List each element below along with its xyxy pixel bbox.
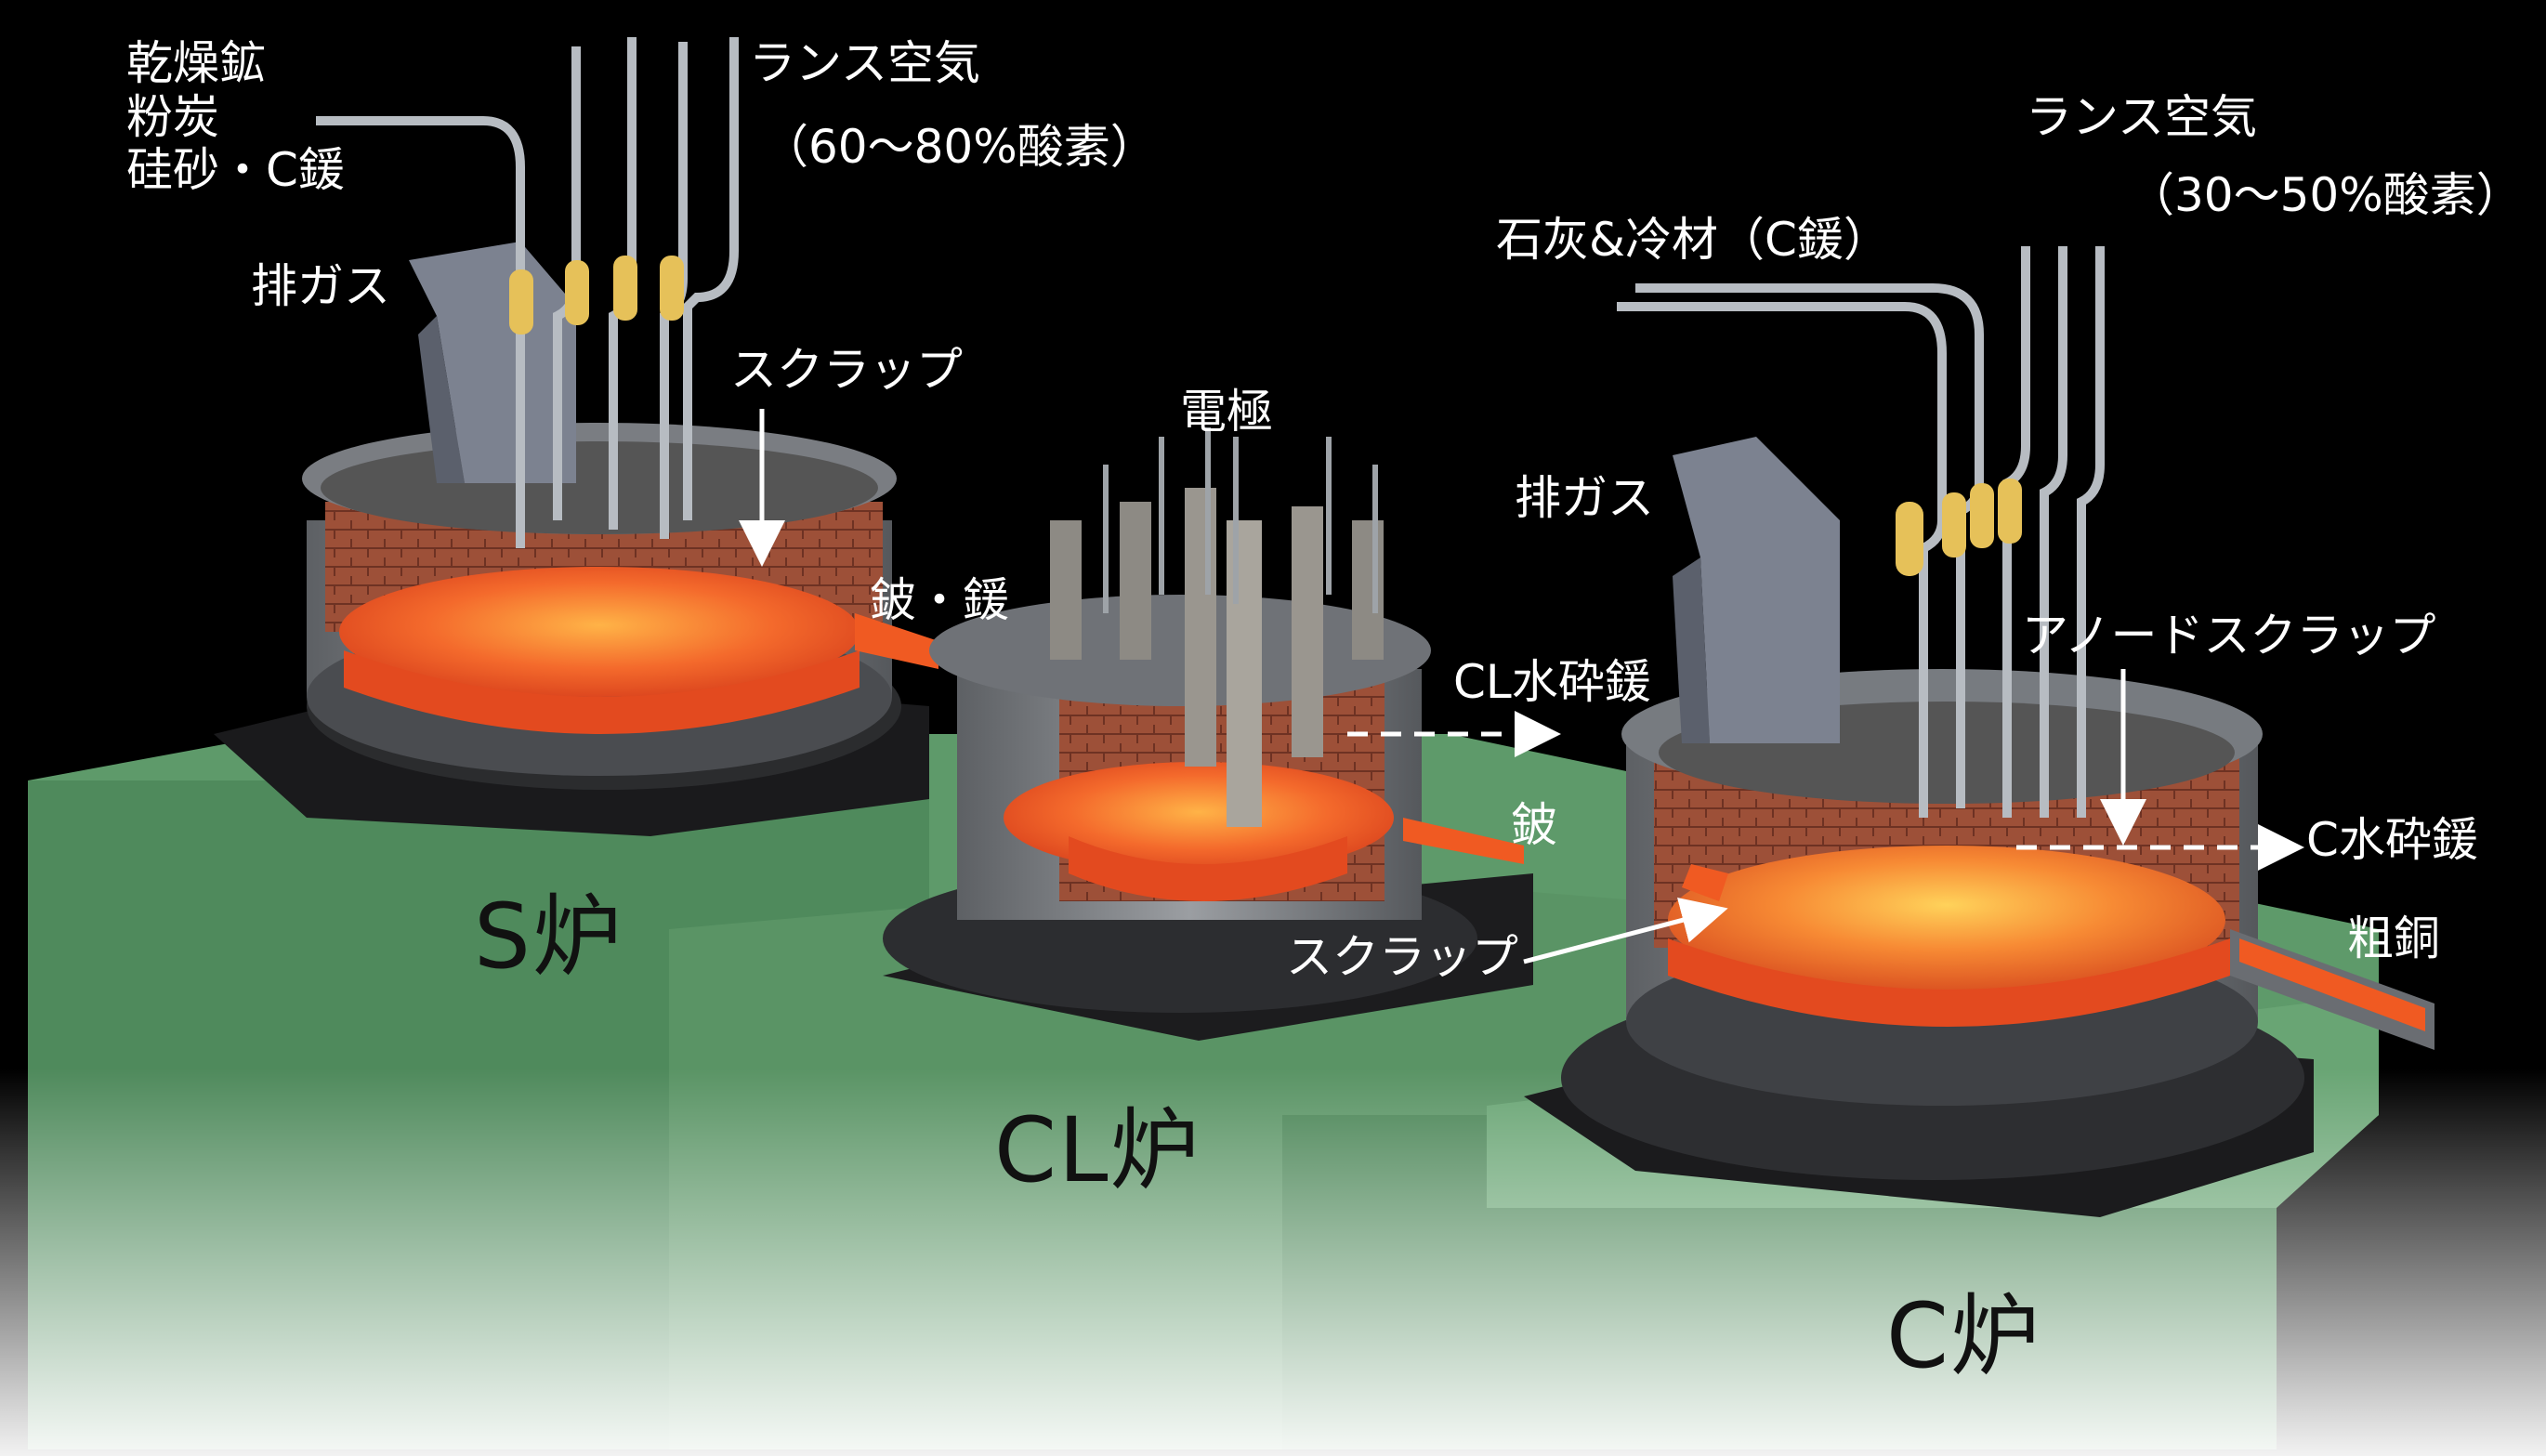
c-slag-label: C水砕鍰 [2306, 813, 2478, 867]
furnace-label-cl: CL炉 [994, 1098, 1201, 1202]
lime-coolant-label: 石灰&冷材（C鍰） [1496, 213, 1890, 267]
lance-pipes-c [1617, 209, 2105, 818]
s-furnace [214, 37, 938, 836]
furnace-label-c: C炉 [1886, 1284, 2042, 1388]
lance-air-label-c: ランス空気 [2026, 90, 2257, 144]
lance-air-label-s: ランス空気 [749, 36, 980, 90]
exhaust-duct-s [409, 242, 576, 483]
cl-slag-label: CL水砕鍰 [1453, 655, 1651, 709]
feed-list-s: 乾燥鉱 粉炭 硅砂・C鍰 [126, 36, 345, 198]
oxygen-label-s: （60〜80%酸素） [762, 120, 1157, 174]
matte-slag-label: 鈹・鍰 [870, 573, 1009, 627]
c-furnace [1524, 209, 2434, 1217]
white-arrow-scrap-c [1523, 897, 1728, 964]
matte-label-cl: 鈹 [1511, 798, 1557, 852]
cl-furnace [883, 427, 1533, 1041]
oxygen-bg-s [760, 102, 1197, 195]
scrap-label-c: スクラップ [1286, 930, 1518, 984]
feed-item-1: 乾燥鉱 [126, 36, 266, 90]
scrap-label-s: スクラップ [730, 343, 963, 397]
exhaust-duct-c [1673, 437, 1840, 743]
oxygen-label-c: （30〜50%酸素） [2128, 168, 2523, 222]
anode-scrap-label: アノードスクラップ [2022, 609, 2436, 662]
exhaust-label-s: 排ガス [251, 259, 390, 313]
oxygen-bg-c [1988, 153, 2509, 246]
exhaust-label-c: 排ガス [1515, 471, 1654, 525]
lance-nozzles-c [1896, 479, 2022, 576]
electrode-label: 電極 [1180, 385, 1273, 439]
feed-item-3: 硅砂・C鍰 [126, 143, 345, 197]
lance-nozzles-s [509, 256, 684, 334]
flow-arrows [739, 409, 2304, 964]
feed-item-2: 粉炭 [126, 89, 219, 144]
electrode-cables [1103, 427, 1378, 613]
furnace-label-s: S炉 [474, 885, 623, 989]
electrodes-cl [1050, 488, 1384, 827]
blister-copper-label: 粗銅 [2347, 912, 2440, 965]
